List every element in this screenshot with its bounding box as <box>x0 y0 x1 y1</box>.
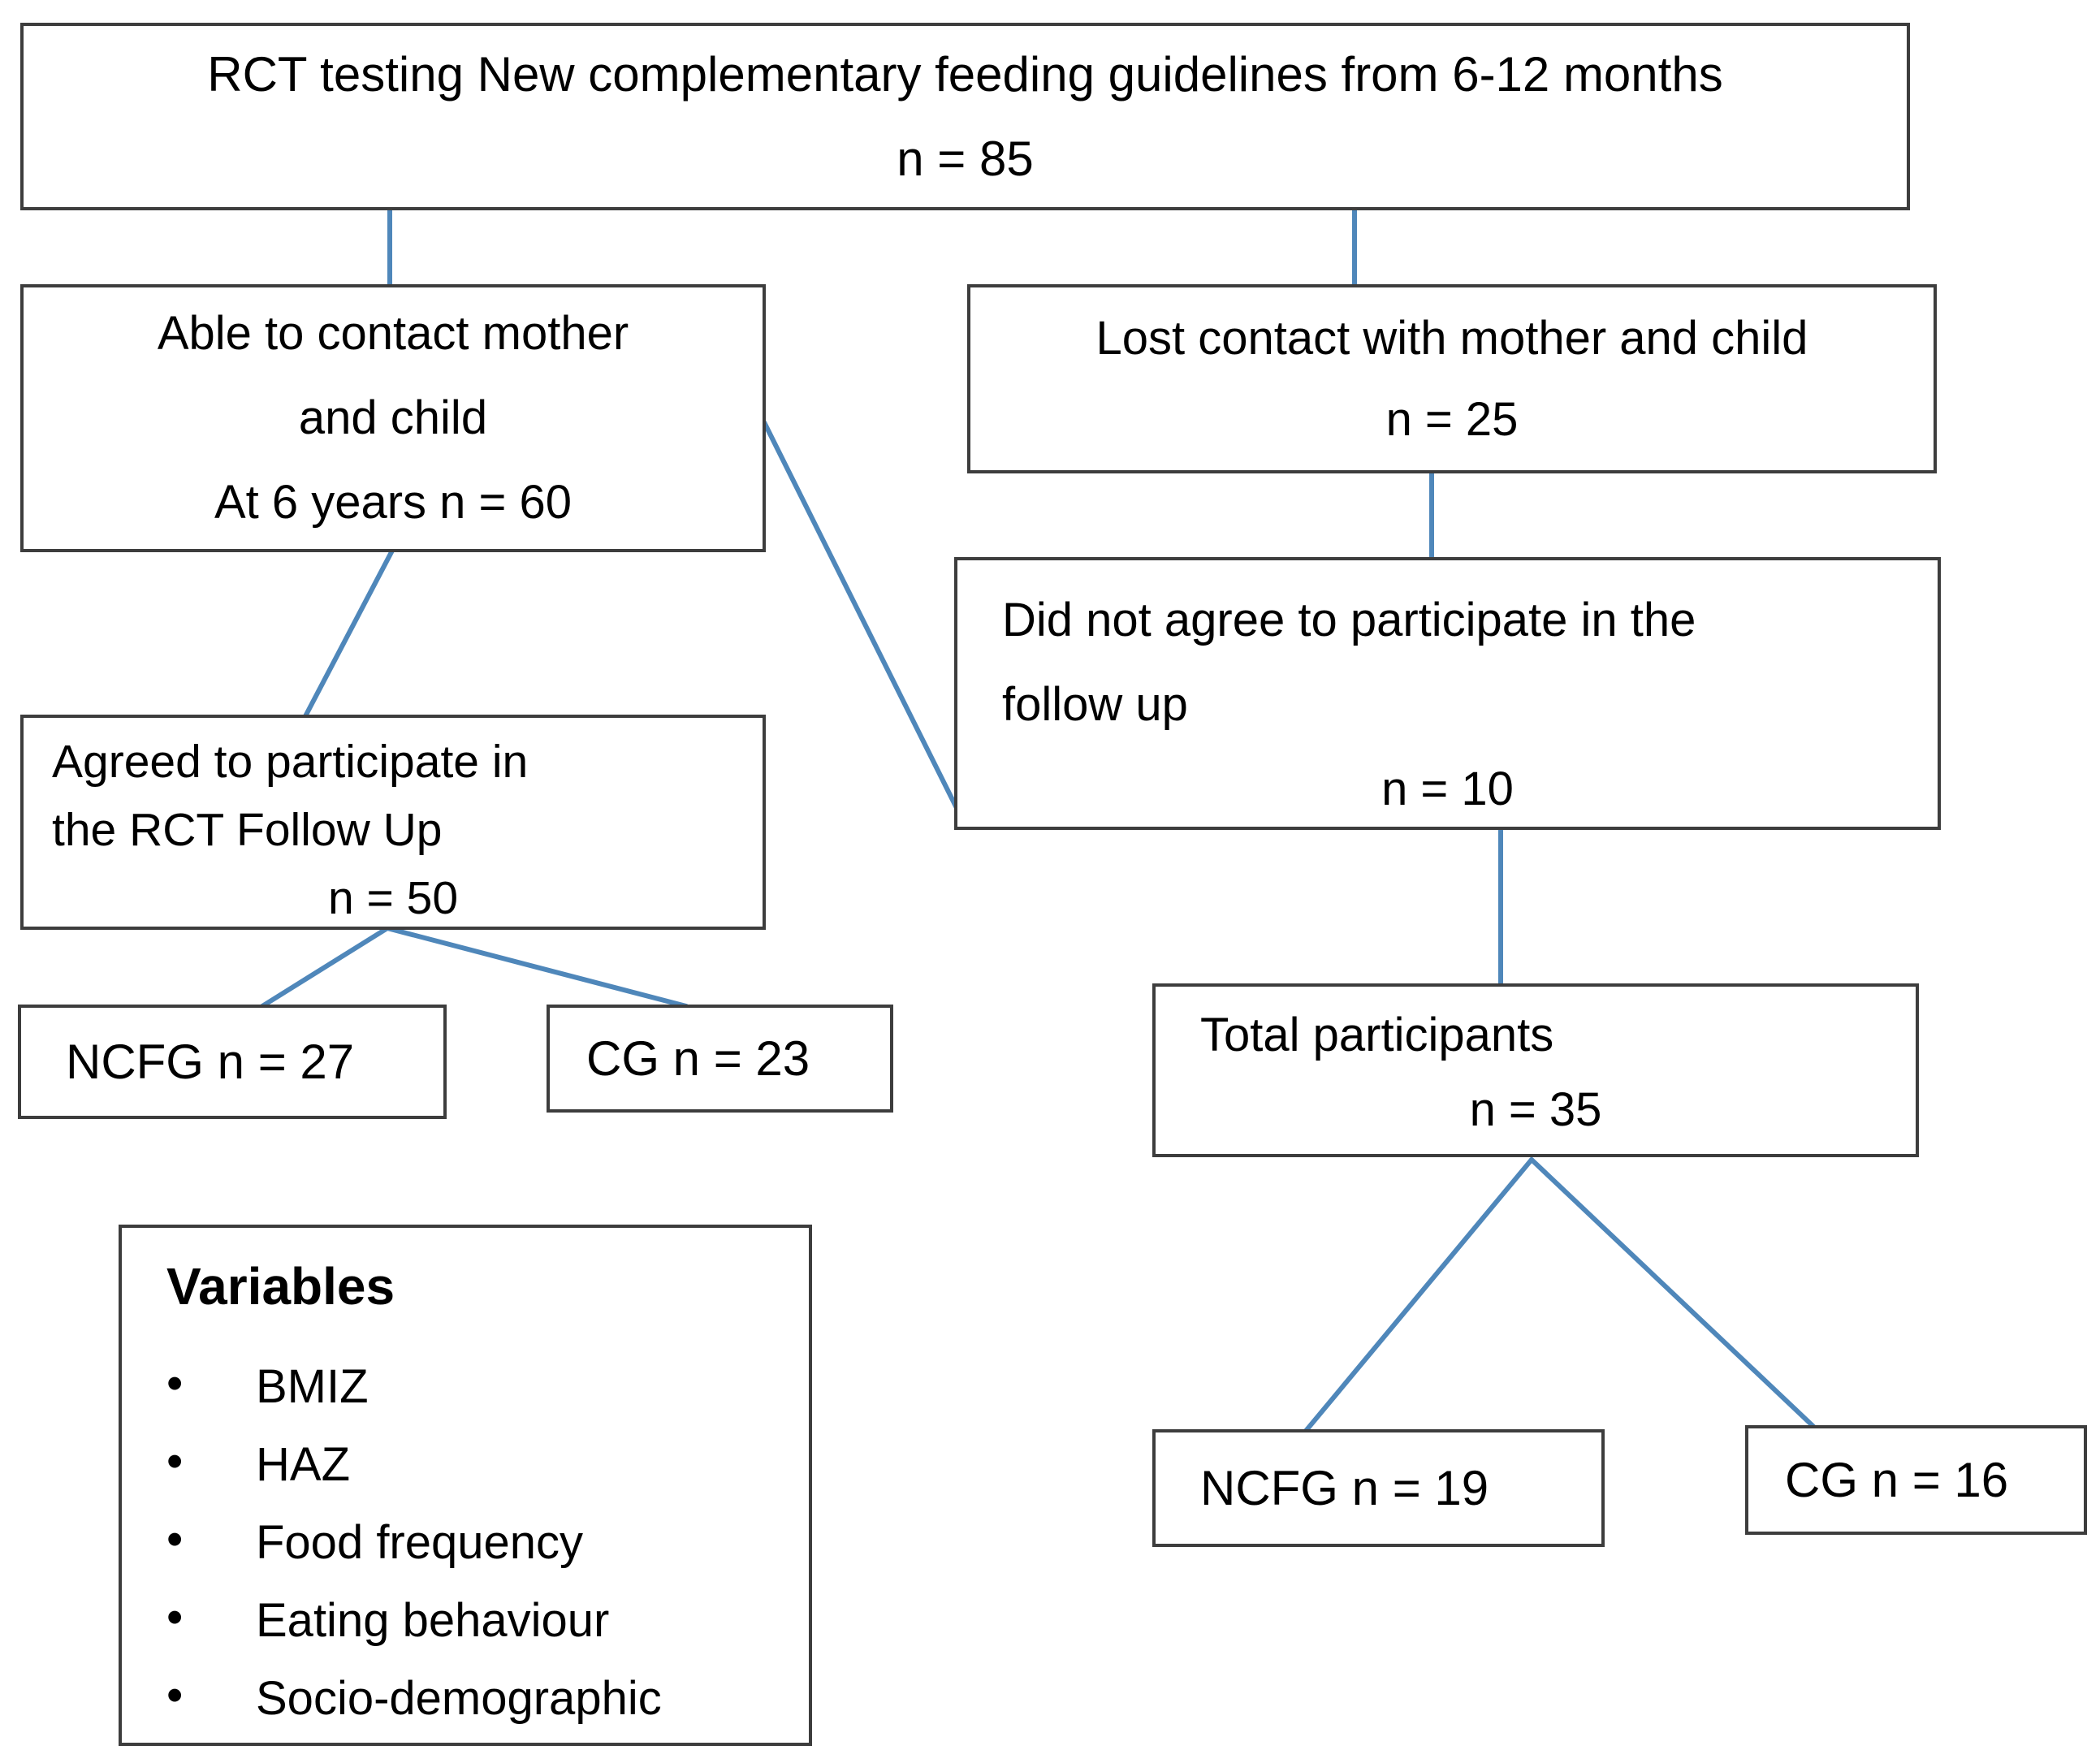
node-cg-followup: CG n = 23 <box>547 1005 893 1113</box>
node-did-not-agree: Did not agree to participate in the foll… <box>954 557 1941 830</box>
node-total-text: Total participants <box>1200 1009 1554 1061</box>
node-cg-final-label: CG n = 16 <box>1785 1453 2009 1507</box>
node-ncfg-final-label: NCFG n = 19 <box>1200 1461 1489 1515</box>
variables-item-bmiz: BMIZ <box>166 1358 809 1413</box>
connector-agreed-to-ncfg27 <box>260 926 390 1009</box>
node-rct-title: RCT testing New complementary feeding gu… <box>207 46 1723 102</box>
node-total-participants: Total participants n = 35 <box>1152 983 1919 1157</box>
connector-able-to-didnotagree <box>762 420 959 810</box>
node-able-text-line1: Able to contact mother <box>157 307 629 360</box>
variables-item-eating-behaviour: Eating behaviour <box>166 1592 809 1647</box>
node-agreed-count: n = 50 <box>327 872 459 924</box>
node-lost-count: n = 25 <box>1385 392 1519 446</box>
node-able-text-line2: and child <box>298 391 488 444</box>
connector-total-to-ncfg19 <box>1303 1157 1534 1433</box>
node-lost-text: Lost contact with mother and child <box>1095 311 1808 365</box>
node-able-count: At 6 years n = 60 <box>214 476 573 529</box>
node-agreed-to-participate: Agreed to participate in the RCT Follow … <box>20 715 766 930</box>
variables-heading: Variables <box>166 1257 395 1316</box>
node-lost-contact: Lost contact with mother and child n = 2… <box>967 284 1937 473</box>
node-ncfg-final: NCFG n = 19 <box>1152 1429 1605 1547</box>
node-cg-final: CG n = 16 <box>1745 1425 2087 1535</box>
node-ncfg-followup: NCFG n = 27 <box>18 1005 447 1119</box>
node-cg-followup-label: CG n = 23 <box>586 1031 810 1086</box>
connector-total-to-cg16 <box>1529 1157 1823 1436</box>
variables-item-food-frequency: Food frequency <box>166 1514 809 1569</box>
variables-item-socio-demographic: Socio-demographic <box>166 1670 809 1725</box>
node-agreed-text-line1: Agreed to participate in <box>52 736 529 788</box>
variables-panel: Variables BMIZ HAZ Food frequency Eating… <box>119 1225 812 1746</box>
node-rct-count: n = 85 <box>897 131 1034 186</box>
node-total-count: n = 35 <box>1469 1083 1602 1136</box>
variables-item-haz: HAZ <box>166 1436 809 1491</box>
node-agreed-text-line2: the RCT Follow Up <box>52 804 443 856</box>
node-ncfg-followup-label: NCFG n = 27 <box>66 1035 355 1089</box>
node-did-not-agree-text-line2: follow up <box>1002 678 1188 731</box>
node-able-to-contact: Able to contact mother and child At 6 ye… <box>20 284 766 552</box>
connector-able-to-agreed <box>303 548 395 719</box>
variables-list: BMIZ HAZ Food frequency Eating behaviour… <box>122 1335 809 1725</box>
node-did-not-agree-count: n = 10 <box>1381 763 1514 815</box>
connector-agreed-to-cg23 <box>385 926 689 1009</box>
node-did-not-agree-text-line1: Did not agree to participate in the <box>1002 594 1696 646</box>
node-rct-trial: RCT testing New complementary feeding gu… <box>20 23 1910 210</box>
